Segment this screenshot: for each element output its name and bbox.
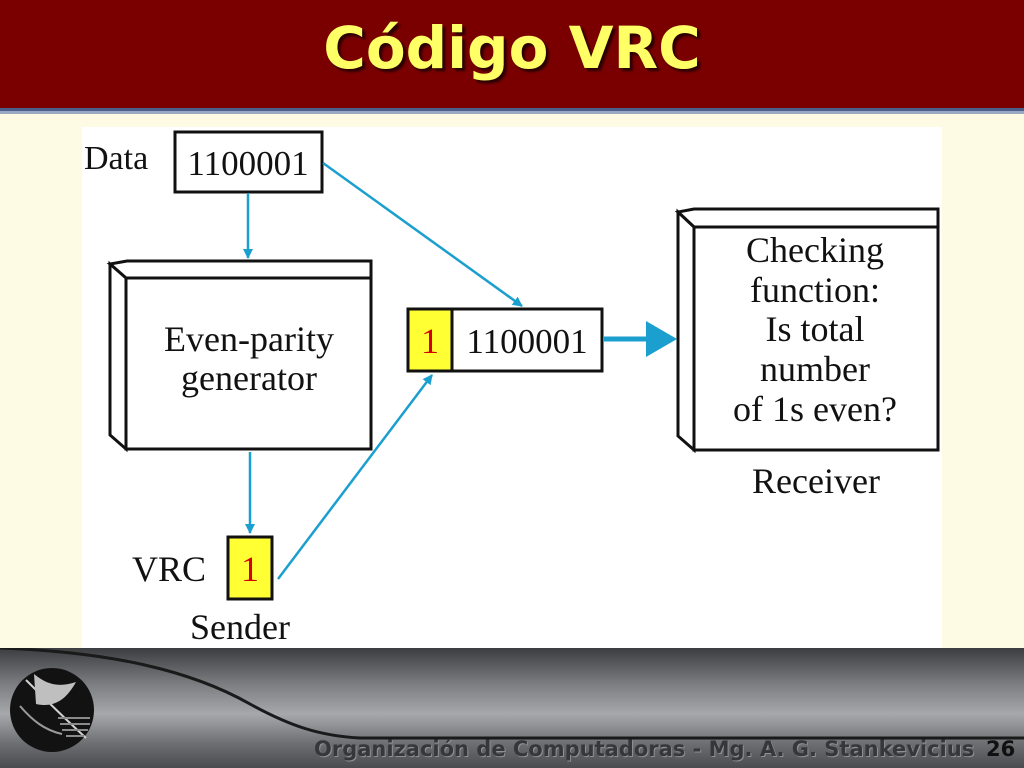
checker-label-line4: number xyxy=(760,349,870,389)
frame-parity-bit: 1 xyxy=(421,321,439,361)
checker-label-line1: Checking xyxy=(746,230,884,270)
arrow-frame-to-receiver xyxy=(604,321,677,357)
receiver-label: Receiver xyxy=(752,461,880,501)
checking-function-box xyxy=(674,207,940,454)
vrc-bit: 1 xyxy=(241,549,259,589)
checker-label-line3: Is total xyxy=(766,309,865,349)
checker-label-line5: of 1s even? xyxy=(733,389,897,429)
footer-course-text: Organización de Computadoras - Mg. A. G.… xyxy=(314,737,975,761)
data-bits-box xyxy=(173,130,324,194)
page-number: 26 xyxy=(986,737,1016,761)
even-parity-generator-box xyxy=(106,259,373,453)
frame-data-bits-box xyxy=(450,307,604,373)
vrc-bit-box xyxy=(226,535,274,601)
diagram-panel: Data 1100001 Even-parity generator VRC 1… xyxy=(82,127,942,649)
frame-data-bits: 1100001 xyxy=(466,322,587,361)
university-logo xyxy=(10,668,94,752)
generator-label-line2: generator xyxy=(181,358,317,398)
vrc-diagram: Data 1100001 Even-parity generator VRC 1… xyxy=(84,130,940,647)
generator-label-line1: Even-parity xyxy=(164,319,334,359)
vrc-label: VRC xyxy=(132,549,206,589)
arrow-data-to-frame xyxy=(322,161,523,308)
data-bits: 1100001 xyxy=(187,144,308,183)
slide-title: Código VRC xyxy=(323,14,701,82)
sender-label: Sender xyxy=(190,607,290,647)
data-label: Data xyxy=(84,140,148,177)
title-bar: Código VRC xyxy=(0,0,1024,111)
footer-bar: Organización de Computadoras - Mg. A. G.… xyxy=(0,648,1024,768)
checker-label-line2: function: xyxy=(750,270,880,310)
arrow-vrc-to-frame xyxy=(277,374,433,580)
footer-wave xyxy=(0,648,1024,740)
